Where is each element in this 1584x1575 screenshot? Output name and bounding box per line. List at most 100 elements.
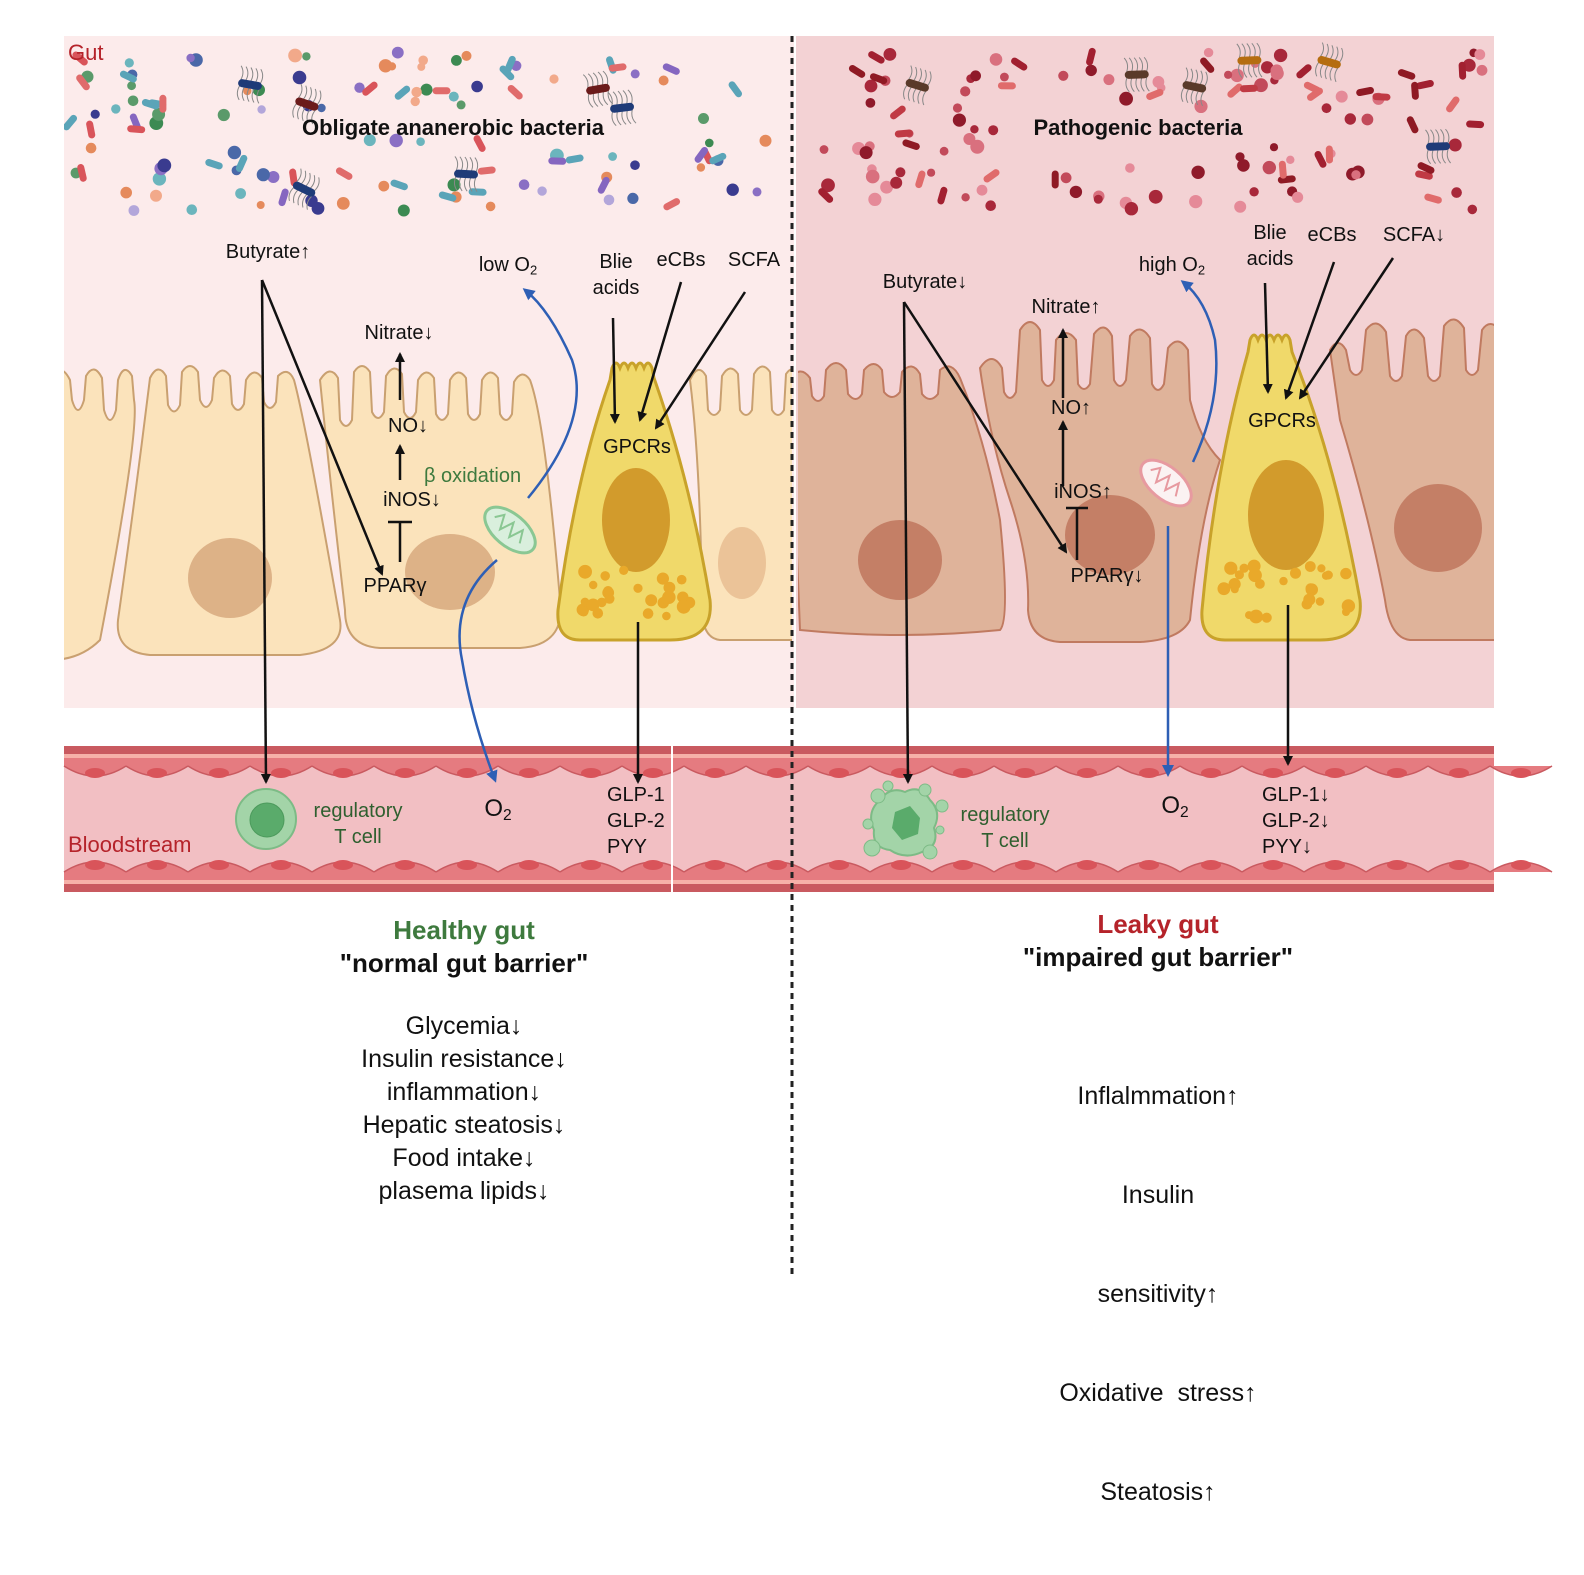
coccus-bacterium (227, 145, 242, 160)
coccus-bacterium (256, 168, 270, 182)
rod-bacterium (1446, 96, 1460, 113)
coccus-bacterium (1234, 200, 1247, 213)
rod-bacterium (1200, 57, 1215, 73)
granule (1217, 582, 1231, 596)
rod-bacterium (915, 170, 926, 189)
cell-nucleus (1394, 484, 1482, 572)
effect-item: Insulin resistance↓ (361, 1045, 567, 1073)
granule (1317, 564, 1326, 573)
coccus-bacterium (391, 46, 404, 59)
cell-nucleus (718, 527, 766, 599)
granule (645, 594, 658, 607)
bile-acids-line1: Blie (1253, 222, 1287, 244)
coccus-bacterium (456, 100, 466, 110)
coccus-bacterium (267, 171, 280, 183)
rod-bacterium (1416, 79, 1434, 90)
coccus-bacterium (952, 113, 967, 127)
coccus-bacterium (1448, 138, 1462, 152)
coccus-bacterium (627, 192, 639, 204)
leaky-ppar-label: PPARγ↓ (1070, 565, 1144, 587)
coccus-bacterium (698, 113, 709, 124)
cell-nucleus (1065, 495, 1155, 575)
hormone-pyy: PYY↓ (1262, 836, 1313, 858)
enteroendocrine-nucleus (1248, 460, 1324, 570)
coccus-bacterium (696, 163, 706, 172)
coccus-bacterium (961, 193, 970, 202)
granule (662, 611, 671, 621)
coccus-bacterium (256, 201, 265, 209)
coccus-bacterium (1335, 90, 1348, 103)
rod-bacterium (1086, 47, 1096, 66)
coccus-bacterium (1474, 49, 1486, 60)
rod-bacterium (869, 73, 888, 85)
leaky-gut-title: Leaky gut (1097, 909, 1219, 939)
bloodstream-region-label: Bloodstream (68, 832, 192, 857)
coccus-bacterium (317, 103, 326, 113)
regulatory-t-cell-damaged (862, 780, 949, 860)
hormone-glp1: GLP-1↓ (1262, 784, 1330, 806)
coccus-bacterium (970, 139, 985, 154)
leaky-butyrate-label: Butyrate↓ (882, 271, 968, 293)
coccus-bacterium (186, 204, 198, 215)
coccus-bacterium (378, 180, 390, 192)
rod-bacterium (438, 191, 457, 202)
coccus-bacterium (120, 186, 132, 199)
coccus-bacterium (989, 53, 1003, 66)
healthy-nitrate-label: Nitrate↓ (364, 322, 434, 344)
rod-bacterium (390, 179, 408, 191)
coccus-bacterium (821, 178, 835, 193)
granule (677, 591, 689, 603)
rod-bacterium (848, 64, 866, 78)
rod-bacterium (119, 70, 137, 83)
coccus-bacterium (1069, 185, 1083, 199)
coccus-bacterium (127, 95, 139, 107)
coccus-bacterium (1344, 113, 1357, 125)
rod-bacterium (477, 166, 496, 175)
coccus-bacterium (448, 91, 459, 102)
granule (1305, 583, 1316, 594)
healthy-gut-subtitle: "normal gut barrier" (339, 948, 589, 978)
rod-bacterium (127, 125, 146, 134)
healthy-inos-label: iNOS↓ (383, 489, 441, 511)
leaky-nitrate-label: Nitrate↑ (1031, 296, 1101, 318)
coccus-bacterium (292, 70, 307, 85)
rod-bacterium (1239, 84, 1258, 93)
leaky-inos-label: iNOS↑ (1054, 481, 1112, 503)
granule (1303, 593, 1316, 606)
rod-bacterium (1417, 162, 1435, 174)
rod-bacterium (1146, 88, 1164, 100)
effect-item: Food intake↓ (392, 1144, 536, 1172)
rod-bacterium (728, 81, 743, 98)
granule (656, 572, 670, 585)
rod-bacterium (159, 94, 167, 113)
hormone-pyy: PYY (607, 836, 648, 858)
secretory-granules (576, 564, 696, 621)
oxygen-blood-text: O (1161, 792, 1180, 819)
coccus-bacterium (970, 70, 981, 82)
coccus-bacterium (1261, 61, 1274, 74)
coccus-bacterium (397, 204, 410, 217)
coccus-bacterium (127, 81, 136, 91)
coccus-bacterium (1249, 187, 1259, 197)
cell-nucleus (405, 534, 495, 610)
granule (600, 571, 610, 581)
granule (1234, 570, 1244, 580)
coccus-bacterium (988, 125, 999, 136)
granule (603, 586, 613, 596)
flagellated-bacterium (292, 83, 322, 125)
coccus-bacterium (288, 48, 302, 63)
granule (676, 574, 687, 585)
leaky-oxygen-arrows (1162, 280, 1218, 777)
coccus-bacterium (1152, 76, 1165, 88)
gut-region-label: Gut (68, 40, 104, 65)
hormone-glp1: GLP-1 (607, 784, 665, 806)
coccus-bacterium (1235, 152, 1245, 162)
coccus-bacterium (471, 80, 483, 93)
rod-bacterium (997, 82, 1016, 90)
granule (1279, 576, 1288, 586)
coccus-bacterium (1351, 170, 1361, 180)
rod-bacterium (64, 114, 78, 131)
oxygen-label-text: low O (478, 254, 530, 276)
